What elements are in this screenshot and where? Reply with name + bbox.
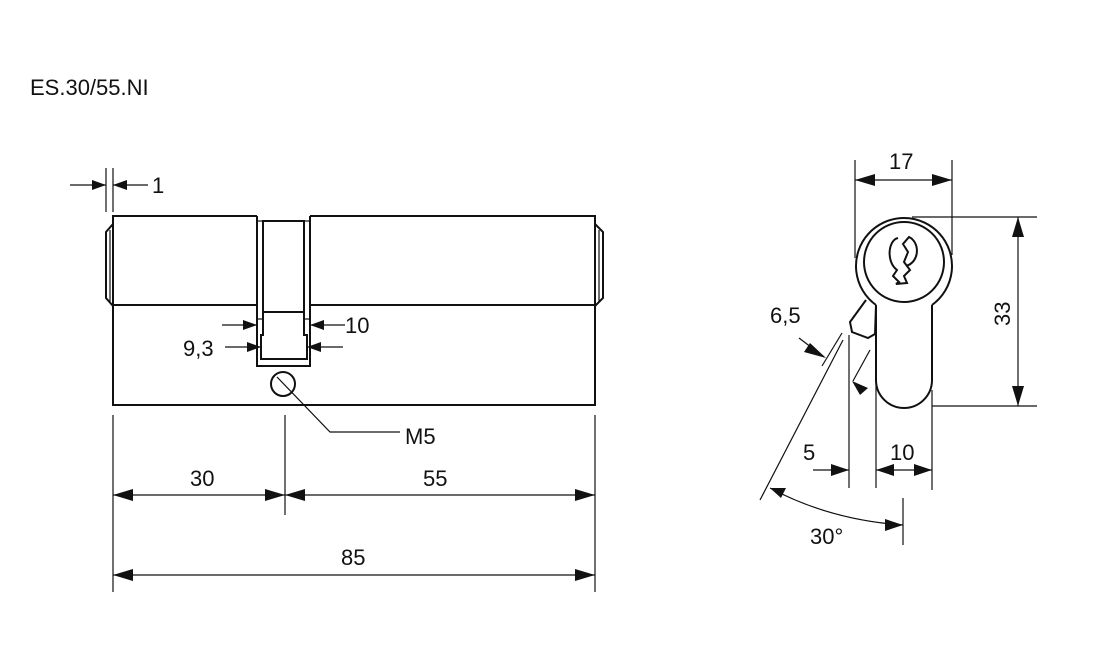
dim-cam-outer-label: 10 xyxy=(345,313,369,338)
dim-height: 33 xyxy=(912,216,1037,407)
dim-angle-label: 30° xyxy=(810,524,843,549)
screw-leader xyxy=(276,376,400,433)
dim-angle: 30° xyxy=(769,487,904,549)
arrowhead xyxy=(575,489,595,501)
cam-slot xyxy=(256,214,311,367)
dim-cam-thickness: 6,5 xyxy=(770,303,868,395)
cylinder-front-view: M5 1 10 9,3 xyxy=(70,168,604,592)
cam-slot-outline xyxy=(256,216,311,367)
dim-left-label: 30 xyxy=(190,466,214,491)
dim-offset-and-lower-width: 5 10 xyxy=(803,440,932,476)
profile-outer-circle xyxy=(855,217,953,306)
profile-lower xyxy=(875,305,933,409)
cam-thickness-line xyxy=(821,332,843,367)
arrowhead xyxy=(1012,386,1024,406)
arrowhead xyxy=(575,569,595,581)
plug xyxy=(863,221,945,303)
arrowhead xyxy=(804,343,826,358)
arrowhead xyxy=(310,320,324,330)
cam-slot-background xyxy=(257,214,310,366)
arrowhead xyxy=(113,180,127,190)
cam-angle-line xyxy=(759,339,844,501)
arrowhead xyxy=(876,464,894,476)
cam-thickness-line xyxy=(852,349,871,382)
dim-width-label: 17 xyxy=(889,149,913,174)
arrowhead xyxy=(247,342,261,352)
arrowhead xyxy=(307,342,321,352)
arrowhead xyxy=(932,174,952,186)
keyway xyxy=(888,235,918,285)
dim-flange: 1 xyxy=(70,168,164,212)
angle-arc xyxy=(769,487,904,526)
dim-lengths: 30 55 85 xyxy=(112,415,596,592)
arrowhead xyxy=(243,320,257,330)
cam xyxy=(848,299,877,340)
arrowhead xyxy=(1012,217,1024,237)
dim-offset-label: 5 xyxy=(803,440,815,465)
dim-cam-thickness-label: 6,5 xyxy=(770,303,801,328)
arrowhead xyxy=(831,464,849,476)
cylinder-side-view: 17 33 6,5 5 10 xyxy=(759,149,1037,549)
arrowhead xyxy=(92,180,106,190)
dim-cam-outer: 10 xyxy=(222,313,369,338)
dim-cam-inner-label: 9,3 xyxy=(183,336,214,361)
arrowhead xyxy=(265,489,285,501)
dim-right-label: 55 xyxy=(423,466,447,491)
arrowhead xyxy=(770,488,786,498)
arrowhead xyxy=(885,519,903,531)
dim-width: 17 xyxy=(854,149,953,258)
arrowhead xyxy=(113,569,133,581)
dim-lower-width-label: 10 xyxy=(890,440,914,465)
dim-height-label: 33 xyxy=(990,302,1015,326)
dim-total-label: 85 xyxy=(341,545,365,570)
cam-outline xyxy=(260,220,308,360)
dim-flange-label: 1 xyxy=(152,173,164,198)
arrowhead xyxy=(285,489,305,501)
screw-label: M5 xyxy=(405,424,436,449)
arrowhead xyxy=(852,381,868,395)
arrowhead xyxy=(914,464,932,476)
product-code: ES.30/55.NI xyxy=(30,75,149,100)
arrowhead xyxy=(855,174,875,186)
dim-cam-inner: 9,3 xyxy=(183,336,343,361)
cylinder-body xyxy=(112,215,596,406)
arrowhead xyxy=(113,489,133,501)
screw-hole xyxy=(270,371,296,397)
